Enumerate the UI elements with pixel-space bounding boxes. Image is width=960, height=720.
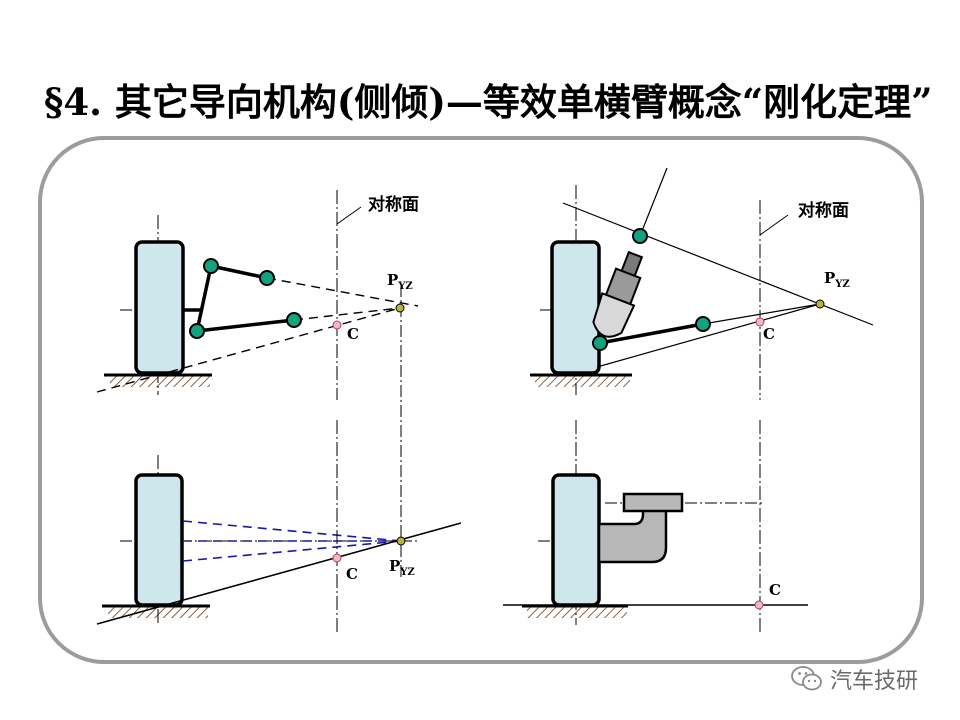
symmetry-plane-label: 对称面 — [368, 194, 419, 215]
joint-strut-top — [632, 228, 648, 244]
pole-point — [395, 303, 405, 313]
slide-title: §4. 其它导向机构(侧倾)—等效单横臂概念“刚化定理” — [44, 80, 933, 124]
upper-arm-extension — [266, 277, 419, 307]
tire — [134, 473, 184, 607]
joint-lower-outer — [592, 335, 608, 351]
center-label: C — [763, 325, 775, 343]
center-label: C — [347, 325, 359, 343]
joint-upper-inner — [203, 258, 219, 274]
pole-point — [815, 299, 825, 309]
center-point — [332, 553, 342, 563]
symmetry-plane-label: 对称面 — [798, 200, 849, 221]
center-point — [755, 317, 765, 327]
ground-hatch — [110, 375, 210, 387]
panel-mcpherson: 对称面 C PYZ — [530, 167, 874, 400]
upper-arm — [210, 264, 268, 280]
symmetry-plane-leader — [336, 206, 362, 225]
tire — [551, 473, 601, 607]
panel-trailing-arm: C — [503, 420, 808, 635]
tire — [134, 240, 185, 375]
center-point — [754, 600, 764, 610]
lower-arm-extension — [293, 307, 401, 321]
equivalent-arm-lower — [182, 540, 402, 562]
content-frame — [38, 136, 924, 664]
equivalent-arm-upper — [182, 520, 402, 542]
pole-label: PYZ — [824, 269, 850, 290]
joint-lower-outer — [286, 312, 302, 328]
center-point — [332, 320, 342, 330]
symmetry-plane-leader — [759, 214, 789, 236]
contact-to-pole-line — [596, 303, 821, 368]
wechat-icon — [791, 666, 822, 691]
center-label: C — [769, 581, 781, 599]
strut — [592, 250, 644, 338]
ground-hatch — [527, 606, 627, 618]
panel-equivalent-arm: C PYZ — [96, 420, 462, 635]
joint-lower-inner — [189, 323, 205, 339]
tire — [550, 240, 601, 375]
lower-arm — [599, 322, 704, 345]
pole-label: PYZ — [387, 271, 413, 292]
contact-to-pole-line — [96, 307, 401, 393]
watermark: 汽车技研 — [790, 662, 918, 696]
pole-label: PYZ — [389, 557, 415, 578]
ground-hatch — [535, 375, 630, 387]
lower-arm — [196, 318, 295, 333]
knuckle — [195, 265, 213, 332]
trailing-arm-pivot — [622, 492, 684, 513]
watermark-text: 汽车技研 — [830, 669, 919, 694]
joint-lower-inner — [695, 316, 711, 332]
pole-point — [396, 536, 406, 546]
center-label: C — [346, 565, 358, 583]
lower-arm-extension — [702, 303, 821, 325]
panel-double-wishbone: 对称面 C PYZ — [96, 190, 419, 580]
joint-upper-outer — [259, 270, 275, 286]
strut-axis-line — [639, 167, 668, 237]
